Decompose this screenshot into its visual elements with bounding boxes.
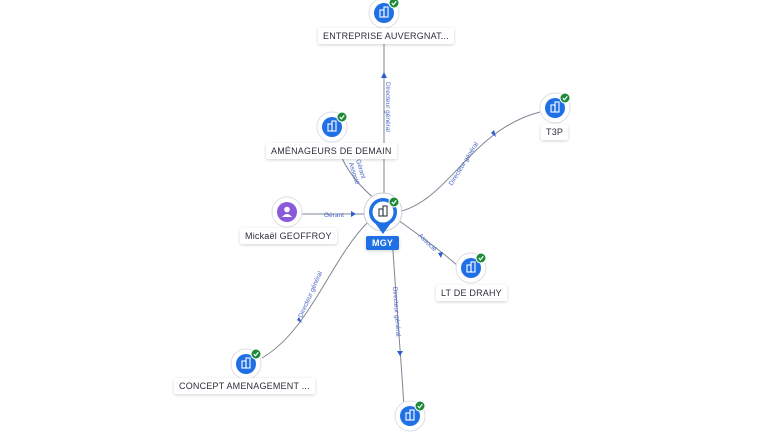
node-concept[interactable]: [230, 348, 262, 380]
edge-bottom: [391, 235, 405, 409]
arrow-mickael: [351, 211, 356, 217]
building-icon: [405, 409, 415, 421]
check-icon: [414, 400, 426, 412]
node-label-lt-drahy[interactable]: LT DE DRAHY: [436, 285, 507, 301]
building-icon: [550, 101, 560, 113]
arrow-t3p: [491, 130, 496, 137]
edge-arrows: [297, 72, 496, 356]
node-bottom[interactable]: [394, 400, 426, 432]
check-icon: [388, 0, 400, 9]
edge-label-lt-drahy: Associé: [417, 232, 439, 253]
edge-lt-drahy: [397, 219, 459, 267]
node-label-concept[interactable]: CONCEPT AMENAGEMENT ...: [174, 378, 315, 394]
person-icon: [282, 206, 292, 217]
node-t3p[interactable]: [539, 92, 571, 124]
edge-label-concept: Directeur général: [297, 270, 324, 319]
edge-label-entreprise-auvergnat: Directeur général: [384, 82, 391, 132]
arrow-entreprise-auvergnat: [381, 72, 387, 78]
edge-t3p: [397, 111, 541, 213]
arrow-concept: [297, 317, 302, 323]
check-icon: [250, 348, 262, 360]
check-icon: [388, 196, 400, 208]
node-mickael[interactable]: [271, 196, 303, 228]
building-icon: [241, 357, 251, 369]
edge-label-bottom: Directeur général: [391, 287, 401, 338]
building-icon: [327, 120, 337, 132]
edge-label-t3p: Directeur général: [448, 141, 481, 187]
node-label-mickael[interactable]: Mickaël GEOFFROY: [240, 228, 337, 244]
check-icon: [475, 252, 487, 264]
node-label-center[interactable]: MGY: [366, 236, 400, 250]
node-lt-drahy[interactable]: [455, 252, 487, 284]
building-icon: [379, 6, 389, 18]
node-entreprise-auvergnat[interactable]: [368, 0, 400, 29]
building-icon: [378, 205, 388, 217]
arrow-lt-drahy: [438, 252, 443, 258]
node-label-entreprise-auvergnat[interactable]: ENTREPRISE AUVERGNAT...: [318, 28, 454, 44]
node-label-amenageurs[interactable]: AMÉNAGEURS DE DEMAIN: [266, 143, 397, 159]
node-amenageurs[interactable]: [316, 111, 348, 143]
edge-label-mickael: Gérant: [324, 212, 344, 219]
node-center[interactable]: [363, 192, 403, 234]
building-icon: [466, 261, 476, 273]
nodes: [230, 0, 571, 432]
arrow-bottom: [397, 351, 403, 356]
node-label-t3p[interactable]: T3P: [541, 124, 569, 140]
edge-concept: [261, 221, 369, 359]
check-icon: [336, 111, 348, 123]
check-icon: [559, 92, 571, 104]
